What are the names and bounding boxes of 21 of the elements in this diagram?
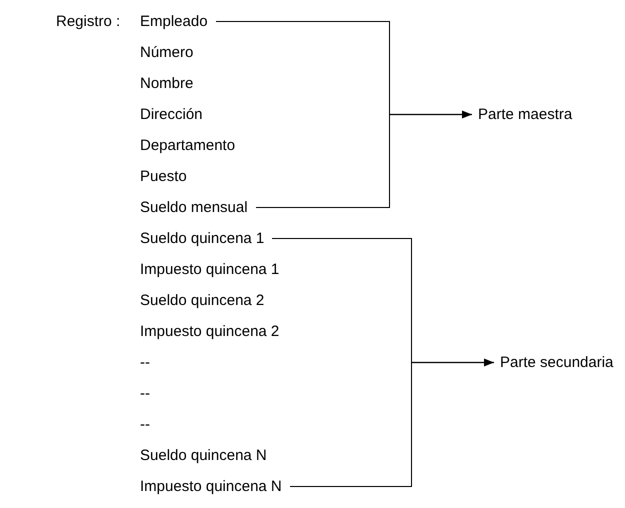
field-name: -- [140,384,150,404]
field-name: -- [140,352,150,372]
field-name: Número [140,42,194,62]
field-name: Nombre [140,74,194,94]
field-name: -- [140,414,150,434]
part-label: Parte secundaria [500,352,614,372]
field-name: Puesto [140,166,187,186]
field-name: Empleado [140,12,208,32]
field-name: Dirección [140,104,203,124]
field-name: Sueldo quincena N [140,446,267,466]
field-name: Impuesto quincena 1 [140,260,280,280]
field-name: Sueldo mensual [140,198,248,218]
field-name: Sueldo quincena 1 [140,228,264,248]
arrow [390,110,472,118]
record-label: Registro : [56,12,120,32]
arrow [412,358,494,366]
field-name: Impuesto quincena 2 [140,322,280,342]
field-name: Departamento [140,136,236,156]
field-name: Impuesto quincena N [140,476,282,496]
field-name: Sueldo quincena 2 [140,290,264,310]
part-label: Parte maestra [478,104,572,124]
